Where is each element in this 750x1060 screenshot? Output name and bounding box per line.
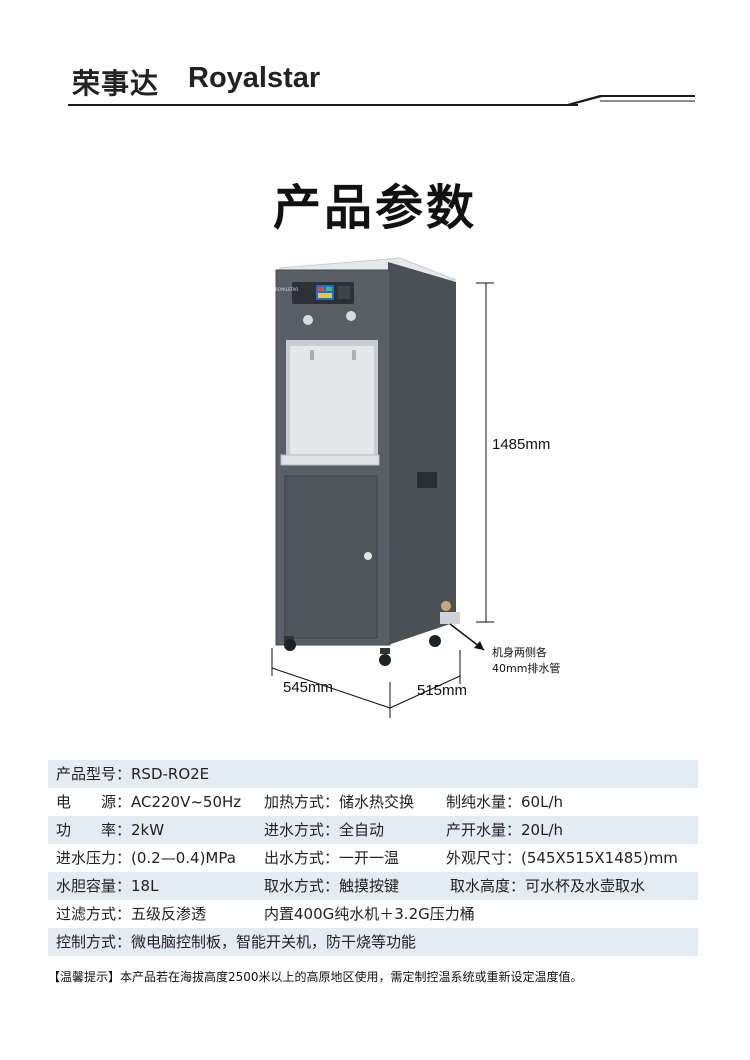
spec-model: 产品型号：RSD-RO2E [56, 765, 210, 783]
specs-table: 产品型号：RSD-RO2E 电 源：AC220V~50Hz 加热方式：储水热交换… [48, 760, 698, 956]
spec-filtration: 过滤方式：五级反渗透 [56, 905, 207, 923]
page-title: 产品参数 [272, 180, 477, 236]
spec-boiling-output: 产开水量：20L/h [446, 821, 564, 839]
spec-pure-water-output: 制纯水量：60L/h [446, 793, 564, 811]
brand-chinese-logo: 荣事达 [72, 67, 160, 100]
spec-dispense-height: 取水高度：可水杯及水壶取水 [450, 877, 646, 895]
spec-built-in-purifier: 内置400G纯水机＋3.2G压力桶 [264, 905, 475, 923]
depth-dimension-label: 515mm [417, 682, 468, 699]
spec-power-supply: 电 源：AC220V~50Hz [56, 793, 242, 811]
spec-power: 功 率：2kW [56, 821, 165, 839]
brand-english-logo: Royalstar [188, 62, 321, 94]
warm-tip: 【温馨提示】本产品若在海拔高度2500米以上的高原地区使用，需定制控温系统或重新… [48, 970, 583, 984]
spec-inlet-pressure: 进水压力：(0.2—0.4)MPa [56, 849, 236, 867]
header-rule [68, 104, 578, 106]
drain-note: 机身两侧各 40mm排水管 [492, 645, 560, 677]
spec-row-power: 功 率：2kW 进水方式：全自动 产开水量：20L/h [48, 816, 698, 844]
spec-heating-method: 加热方式：储水热交换 [264, 793, 415, 811]
drain-note-line1: 机身两侧各 [492, 646, 547, 659]
spec-row-filtration: 过滤方式：五级反渗透 内置400G纯水机＋3.2G压力桶 [48, 900, 698, 928]
spec-row-power-supply: 电 源：AC220V~50Hz 加热方式：储水热交换 制纯水量：60L/h [48, 788, 698, 816]
spec-outlet-method: 出水方式：一开一温 [264, 849, 400, 867]
spec-inlet-method: 进水方式：全自动 [264, 821, 385, 839]
panel-brand-label: ROYALSTAR [275, 287, 298, 292]
spec-row-model: 产品型号：RSD-RO2E [48, 760, 698, 788]
spec-row-pressure: 进水压力：(0.2—0.4)MPa 出水方式：一开一温 外观尺寸：(545X51… [48, 844, 698, 872]
spec-dispense-method: 取水方式：触摸按键 [264, 877, 400, 895]
water-dispenser-illustration [271, 257, 494, 718]
spec-row-control: 控制方式：微电脑控制板，智能开关机，防干烧等功能 [48, 928, 698, 956]
spec-dimensions: 外观尺寸：(545X515X1485)mm [446, 849, 678, 867]
height-dimension-label: 1485mm [492, 436, 551, 453]
width-dimension-label: 545mm [283, 679, 334, 696]
spec-tank-capacity: 水胆容量：18L [56, 877, 159, 895]
spec-control-method: 控制方式：微电脑控制板，智能开关机，防干烧等功能 [56, 933, 417, 951]
drain-note-line2: 40mm排水管 [492, 662, 561, 675]
header-rule-accent [560, 95, 695, 106]
spec-row-tank: 水胆容量：18L 取水方式：触摸按键 取水高度：可水杯及水壶取水 [48, 872, 698, 900]
